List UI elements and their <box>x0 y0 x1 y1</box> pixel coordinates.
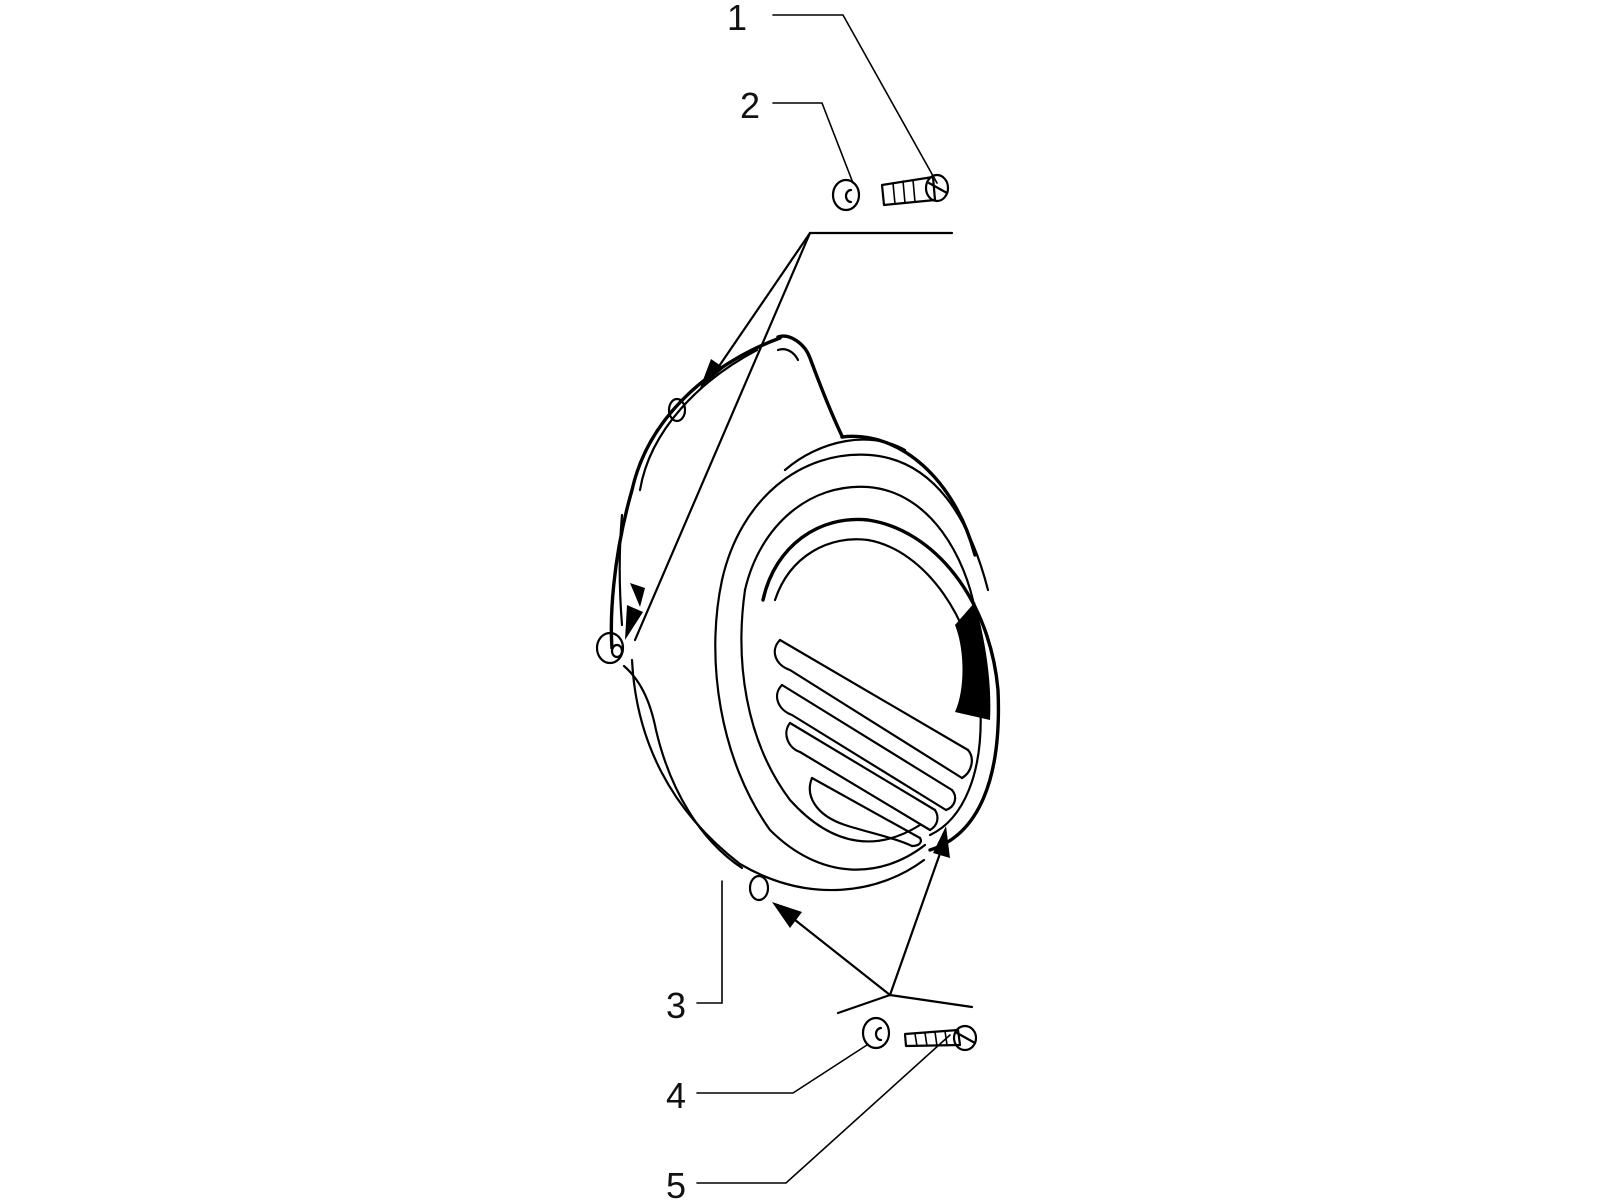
fan-cover-part <box>595 334 1001 902</box>
callout-label-5: 5 <box>666 1165 686 1200</box>
callout-label-2: 2 <box>740 85 760 126</box>
callout-leader-4 <box>696 1044 868 1094</box>
assembly-arrows-bottom <box>772 826 974 1015</box>
washer-icon <box>831 178 861 212</box>
callout-label-1: 1 <box>727 0 747 38</box>
screw-icon <box>880 173 950 207</box>
callout-label-4: 4 <box>666 1075 686 1116</box>
callout-label-3: 3 <box>666 985 686 1026</box>
screw-icon-bottom <box>903 1024 978 1052</box>
assembly-arrows-top <box>625 231 954 642</box>
callout-leader-2 <box>772 102 854 184</box>
callout-leader-5 <box>696 1034 951 1184</box>
callout-leader-3 <box>696 880 723 1004</box>
washer-icon-bottom <box>861 1016 891 1050</box>
callout-leader-1 <box>772 14 938 184</box>
